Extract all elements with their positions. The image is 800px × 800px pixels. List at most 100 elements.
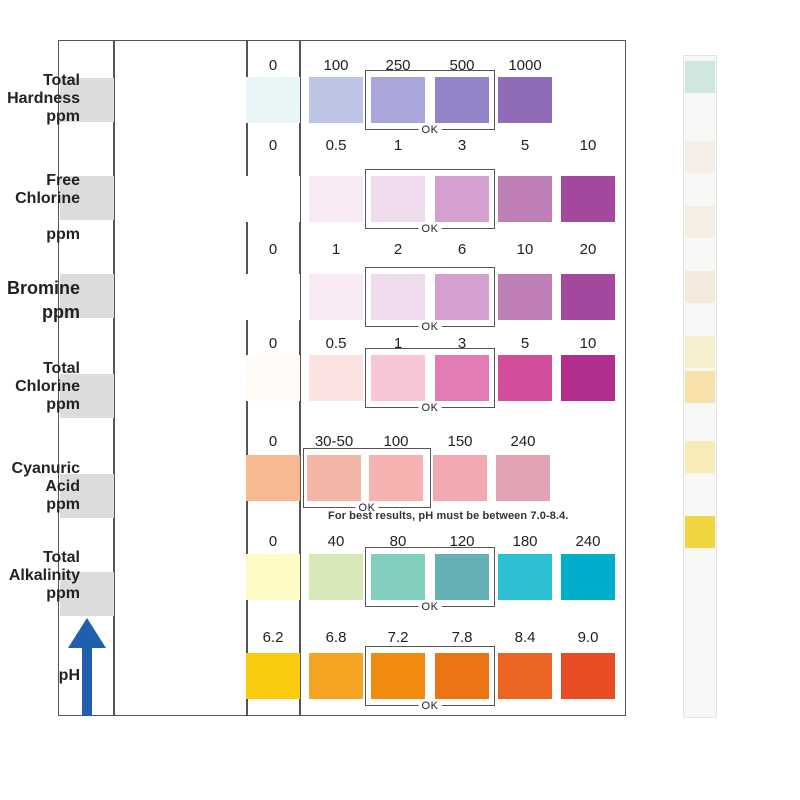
value-label: 0 (268, 137, 278, 154)
ok-label: OK (418, 402, 442, 415)
guide-stripe (60, 374, 114, 418)
strip-pad (685, 141, 715, 173)
value-label: 0 (268, 241, 278, 258)
value-label: 100 (383, 433, 409, 450)
value-label: 0 (268, 335, 278, 352)
color-swatch (309, 274, 363, 320)
ok-label: OK (355, 502, 379, 515)
ok-label: OK (418, 223, 442, 236)
ok-range-bracket: OK (365, 70, 495, 137)
color-swatch (435, 355, 489, 401)
ok-label: OK (418, 601, 442, 614)
color-swatch (307, 455, 361, 501)
color-swatch (371, 176, 425, 222)
value-label: 6.8 (325, 629, 347, 646)
dip-direction-arrow-icon (68, 618, 106, 716)
value-label: 150 (447, 433, 473, 450)
color-swatch (309, 77, 363, 123)
ok-range-bracket: OK (365, 267, 495, 334)
value-label: 7.8 (451, 629, 473, 646)
value-label: 8.4 (514, 629, 536, 646)
value-label: 7.2 (387, 629, 409, 646)
value-label: 100 (323, 57, 349, 74)
value-label: 240 (510, 433, 536, 450)
ok-range-bracket: OK (365, 547, 495, 614)
value-label: 30-50 (314, 433, 354, 450)
value-label: 5 (520, 137, 530, 154)
value-label: 10 (516, 241, 534, 258)
value-label: 80 (389, 533, 407, 550)
value-label: 10 (579, 335, 597, 352)
color-swatch (435, 176, 489, 222)
value-label: 240 (575, 533, 601, 550)
color-swatch (435, 274, 489, 320)
value-label: 0 (268, 533, 278, 550)
row-label: Total Alkalinity ppm (8, 549, 80, 602)
value-label: 1000 (508, 57, 542, 74)
color-swatch (371, 653, 425, 699)
color-swatch (246, 77, 300, 123)
test-strip (683, 55, 717, 718)
guide-stripe (60, 176, 114, 220)
value-label: 9.0 (577, 629, 599, 646)
ok-range-bracket: OK (365, 348, 495, 415)
color-swatch (246, 274, 300, 320)
value-label: 250 (385, 57, 411, 74)
value-label: 0 (268, 433, 278, 450)
color-swatch (309, 653, 363, 699)
strip-pad (685, 441, 715, 473)
row-label: pH (58, 667, 80, 684)
row-label: Total Hardness ppm (7, 72, 80, 125)
value-label: 120 (449, 533, 475, 550)
ok-range-bracket: OK (365, 646, 495, 713)
row-label: Free Chlorine ppm (15, 172, 80, 243)
color-swatch (498, 274, 552, 320)
color-swatch (309, 554, 363, 600)
row-label: Cyanuric Acid ppm (11, 460, 80, 513)
strip-pad (685, 516, 715, 548)
row-label: Total Chlorine ppm (15, 360, 80, 413)
color-swatch (561, 554, 615, 600)
ok-label: OK (418, 321, 442, 334)
value-label: 5 (520, 335, 530, 352)
value-label: 1 (393, 335, 403, 352)
ok-range-bracket: OK (303, 448, 431, 515)
ok-range-bracket: OK (365, 169, 495, 236)
strip-pad (685, 271, 715, 303)
row-label: Bromine ppm (6, 278, 80, 322)
color-swatch (246, 554, 300, 600)
color-swatch (371, 77, 425, 123)
value-label: 40 (327, 533, 345, 550)
value-label: 1 (393, 137, 403, 154)
color-swatch (309, 355, 363, 401)
value-label: 20 (579, 241, 597, 258)
ok-label: OK (418, 700, 442, 713)
strip-pad (685, 371, 715, 403)
color-swatch (246, 455, 300, 501)
value-label: 0.5 (325, 335, 347, 352)
color-swatch (496, 455, 550, 501)
color-swatch (246, 355, 300, 401)
color-swatch (435, 77, 489, 123)
color-swatch (498, 554, 552, 600)
color-swatch (433, 455, 487, 501)
strip-pad (685, 61, 715, 93)
ph-note: For best results, pH must be between 7.0… (328, 510, 569, 522)
color-swatch (246, 653, 300, 699)
value-label: 6.2 (262, 629, 284, 646)
color-swatch (435, 554, 489, 600)
guide-stripe (60, 78, 114, 122)
color-swatch (498, 653, 552, 699)
strip-pad (685, 206, 715, 238)
color-swatch (369, 455, 423, 501)
color-swatch (561, 176, 615, 222)
value-label: 0.5 (325, 137, 347, 154)
color-swatch (435, 653, 489, 699)
value-label: 180 (512, 533, 538, 550)
color-swatch (561, 274, 615, 320)
value-label: 3 (457, 137, 467, 154)
color-swatch (498, 355, 552, 401)
strip-pad (685, 336, 715, 368)
color-swatch (371, 554, 425, 600)
color-swatch (561, 653, 615, 699)
